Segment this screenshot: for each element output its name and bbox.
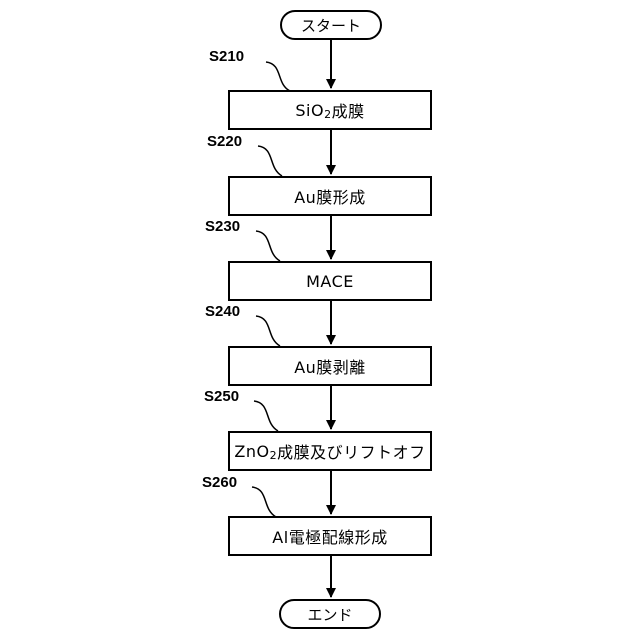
step-text: Au膜形成 — [294, 184, 366, 208]
step-box-s240: Au膜剥離 — [228, 346, 432, 386]
step-id-s250: S250 — [204, 388, 239, 405]
start-label: スタート — [301, 15, 361, 36]
leader-s230 — [256, 231, 280, 261]
step-box-s260: Al電極配線形成 — [228, 516, 432, 556]
step-id-s260: S260 — [202, 474, 237, 491]
step-id-s210: S210 — [209, 48, 244, 65]
leader-s250 — [254, 401, 278, 431]
subscript: 2 — [324, 108, 332, 121]
step-box-s220: Au膜形成 — [228, 176, 432, 216]
step-id-s230: S230 — [205, 218, 240, 235]
leader-s260 — [252, 487, 276, 517]
step-box-s250: ZnO2成膜及びリフトオフ — [228, 431, 432, 471]
step-text: SiO — [295, 101, 324, 120]
step-id-s240: S240 — [205, 303, 240, 320]
leader-s240 — [256, 316, 280, 346]
subscript: 2 — [270, 449, 278, 462]
step-text: ZnO — [234, 442, 269, 461]
leader-s220 — [258, 146, 282, 176]
end-terminal: エンド — [279, 599, 381, 629]
leader-s210 — [266, 62, 290, 91]
step-text: Al電極配線形成 — [272, 524, 387, 548]
step-text-suffix: 成膜 — [332, 98, 365, 122]
step-text-suffix: 成膜及びリフトオフ — [277, 439, 426, 463]
step-box-s230: MACE — [228, 261, 432, 301]
end-label: エンド — [307, 604, 352, 625]
step-text: Au膜剥離 — [294, 354, 366, 378]
step-id-s220: S220 — [207, 133, 242, 150]
start-terminal: スタート — [280, 10, 382, 40]
step-text: MACE — [306, 272, 354, 291]
step-box-s210: SiO2成膜 — [228, 90, 432, 130]
